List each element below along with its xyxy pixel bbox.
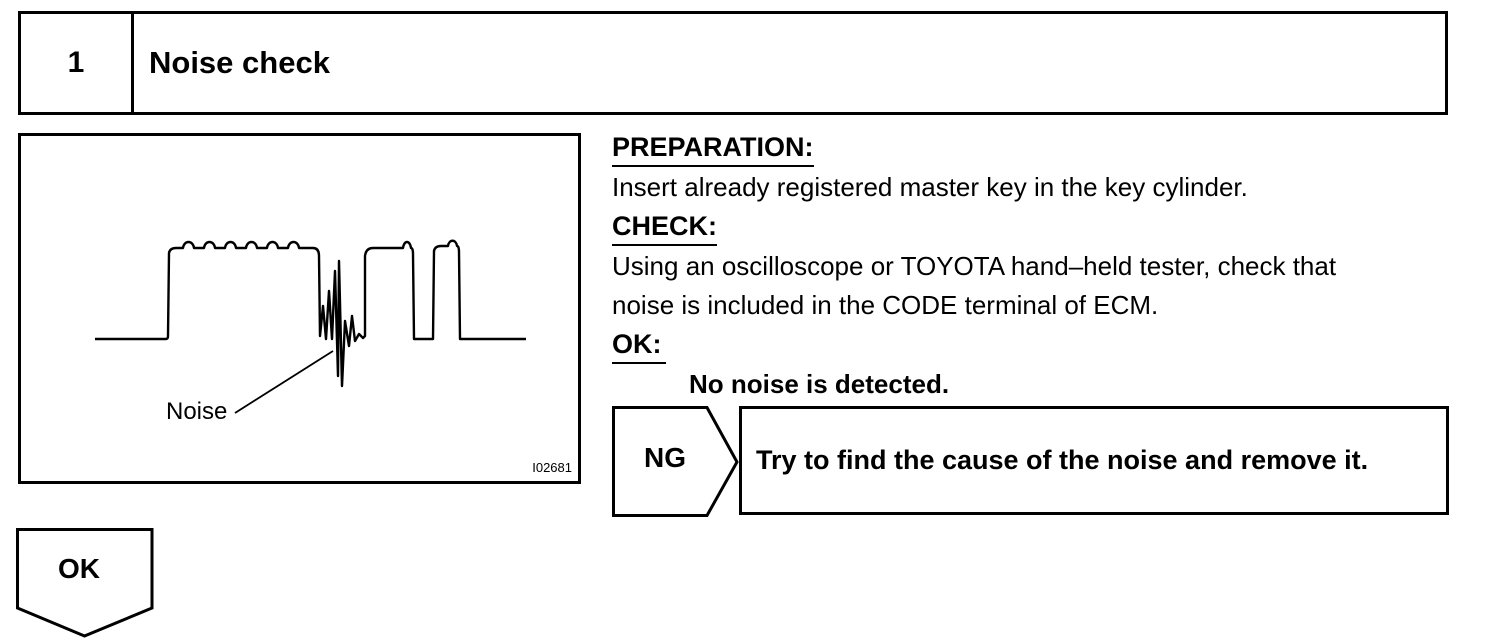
ok-label: OK: [58, 553, 100, 584]
ng-branch-arrow: [612, 406, 739, 517]
preparation-text: Insert already registered master key in …: [612, 172, 1248, 202]
ok-heading: OK:: [612, 328, 666, 364]
check-heading: CHECK:: [612, 210, 717, 246]
ok-branch-arrow: [16, 528, 154, 638]
step-header: 1 Noise check: [18, 11, 1448, 115]
ng-action-box: Try to find the cause of the noise and r…: [739, 406, 1449, 515]
instruction-text: PREPARATION: Insert already registered m…: [612, 128, 1492, 404]
check-text-line: Using an oscilloscope or TOYOTA hand–hel…: [612, 251, 1337, 281]
ok-criteria-text: No noise is detected.: [689, 369, 950, 399]
step-title: Noise check: [149, 45, 330, 80]
figure-id: I02681: [532, 460, 572, 475]
step-number: 1: [21, 14, 134, 112]
waveform-figure: Noise I02681: [18, 133, 581, 484]
preparation-heading: PREPARATION:: [612, 131, 814, 167]
noise-callout-line: [234, 350, 334, 414]
ng-label: NG: [644, 442, 686, 473]
signal-waveform: [95, 239, 526, 388]
check-text-line: noise is included in the CODE terminal o…: [612, 290, 1159, 320]
waveform-diagram: [95, 239, 526, 414]
noise-callout-label: Noise: [166, 398, 228, 425]
